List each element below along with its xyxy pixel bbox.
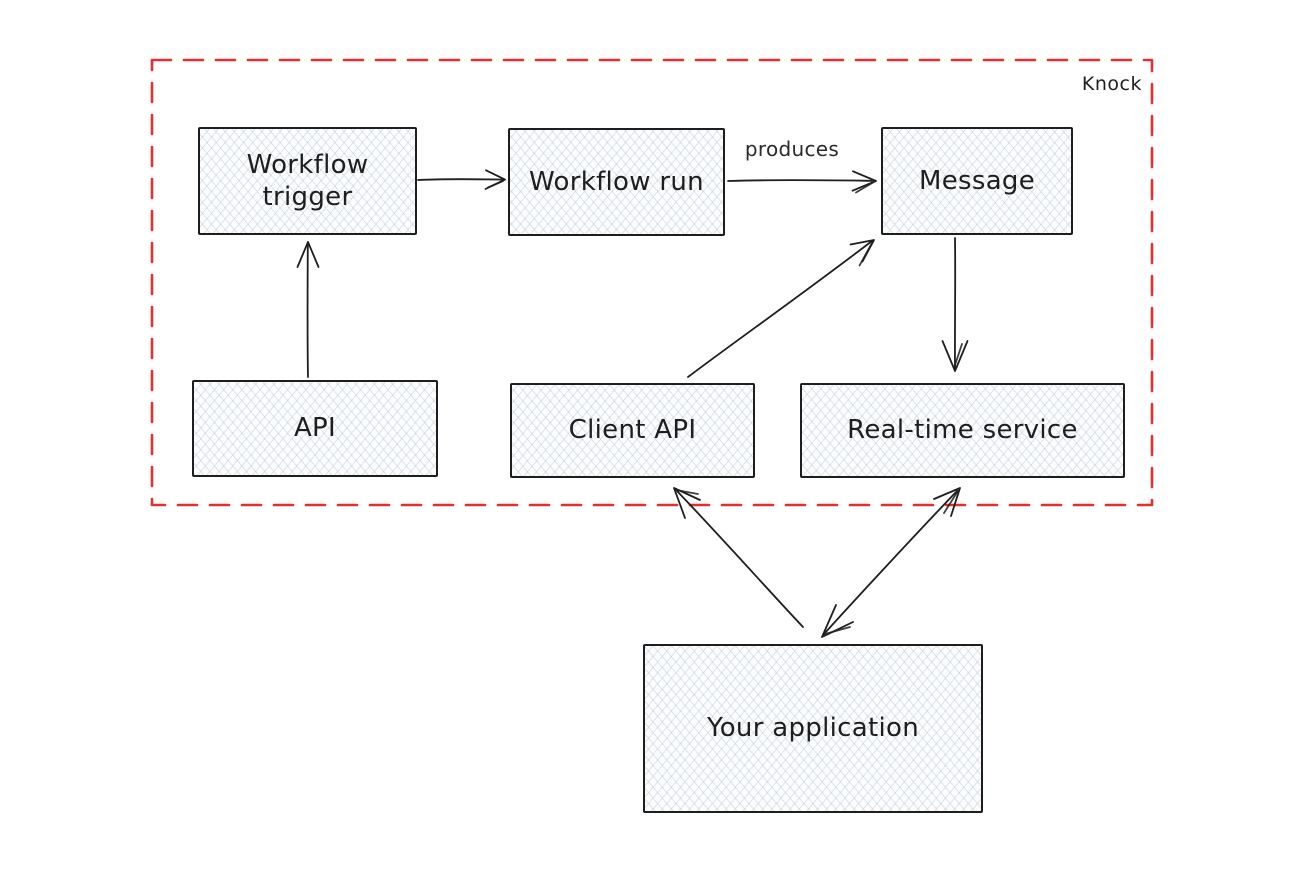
node-workflow-run-label: Workflow run <box>529 166 704 197</box>
edge-your-application-to-real-time-service <box>821 487 961 638</box>
node-your-application-label: Your application <box>707 713 919 744</box>
node-real-time-service: Real-time service <box>800 383 1125 478</box>
edge-workflow-trigger-to-workflow-run <box>417 169 506 190</box>
edge-workflow-run-to-message <box>727 170 877 194</box>
node-api: API <box>192 380 438 477</box>
node-your-application: Your application <box>643 644 983 813</box>
knock-group-border <box>150 58 1154 507</box>
node-message: Message <box>881 127 1073 235</box>
node-client-api-label: Client API <box>568 415 697 446</box>
knock-group-label: Knock <box>1081 73 1142 95</box>
edge-label-produces: produces <box>744 137 840 161</box>
node-api-label: API <box>293 413 337 444</box>
edge-api-to-workflow-trigger <box>296 241 320 378</box>
node-real-time-service-label: Real-time service <box>847 415 1078 446</box>
node-client-api: Client API <box>510 383 755 478</box>
node-workflow-trigger: Workflow trigger <box>198 127 417 235</box>
edge-your-application-to-client-api <box>673 487 804 628</box>
edge-client-api-to-message <box>687 239 875 378</box>
node-message-label: Message <box>918 165 1036 196</box>
node-workflow-trigger-label: Workflow trigger <box>246 149 369 213</box>
node-workflow-run: Workflow run <box>508 128 725 236</box>
edge-message-to-real-time-service <box>941 237 969 372</box>
